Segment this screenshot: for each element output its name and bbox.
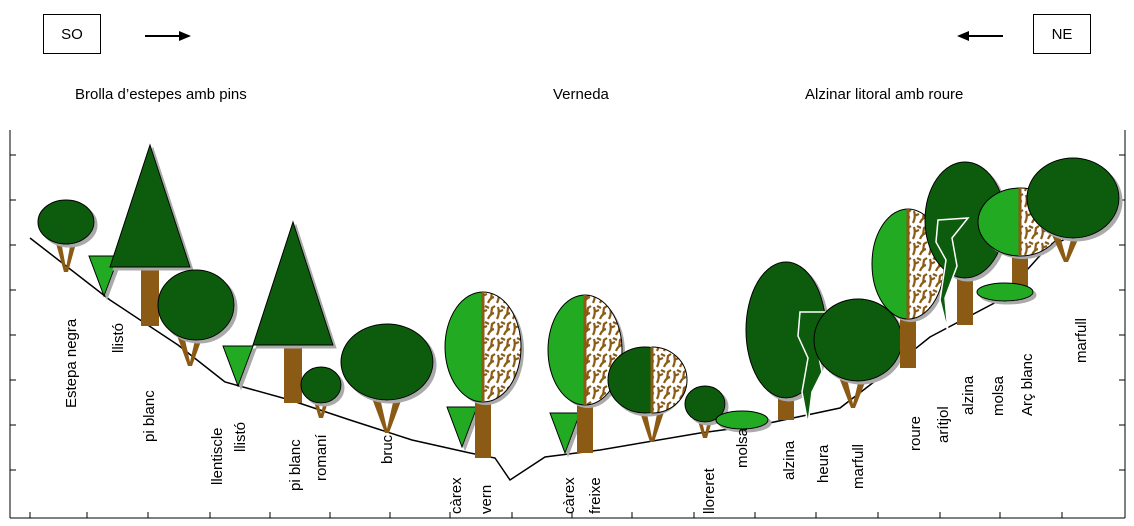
arrow-left-icon <box>957 31 1003 41</box>
plant-label: romaní <box>313 433 330 481</box>
arrow-right-icon <box>145 31 191 41</box>
plant-label: arítjol <box>935 406 952 443</box>
plant-label: lloreret <box>701 467 718 514</box>
plant-label: pi blanc <box>287 439 304 491</box>
plant-label: llistó <box>110 323 127 353</box>
plant-label: molsa <box>734 427 751 468</box>
plant-label: roure <box>907 416 924 451</box>
plant-label: llentiscle <box>209 427 226 485</box>
plant-label: Estepa negra <box>63 318 80 408</box>
plant-label: heura <box>815 444 832 483</box>
plant-label: marfull <box>850 444 867 489</box>
plant-label: alzina <box>960 375 977 415</box>
plant-label: freixe <box>587 477 604 514</box>
plant-label: bruc <box>379 434 396 464</box>
plants-layer <box>38 145 1119 458</box>
plant-label: molsa <box>990 375 1007 416</box>
plant-label: pi blanc <box>141 390 158 442</box>
plant-label: càrex <box>561 477 578 514</box>
plant-label: càrex <box>448 477 465 514</box>
plant-label: Arç blanc <box>1019 353 1036 416</box>
plant-label: alzina <box>781 440 798 480</box>
plant-label: vern <box>478 485 495 514</box>
plant-label: llistó <box>232 422 249 452</box>
plant-label: marfull <box>1073 318 1090 363</box>
